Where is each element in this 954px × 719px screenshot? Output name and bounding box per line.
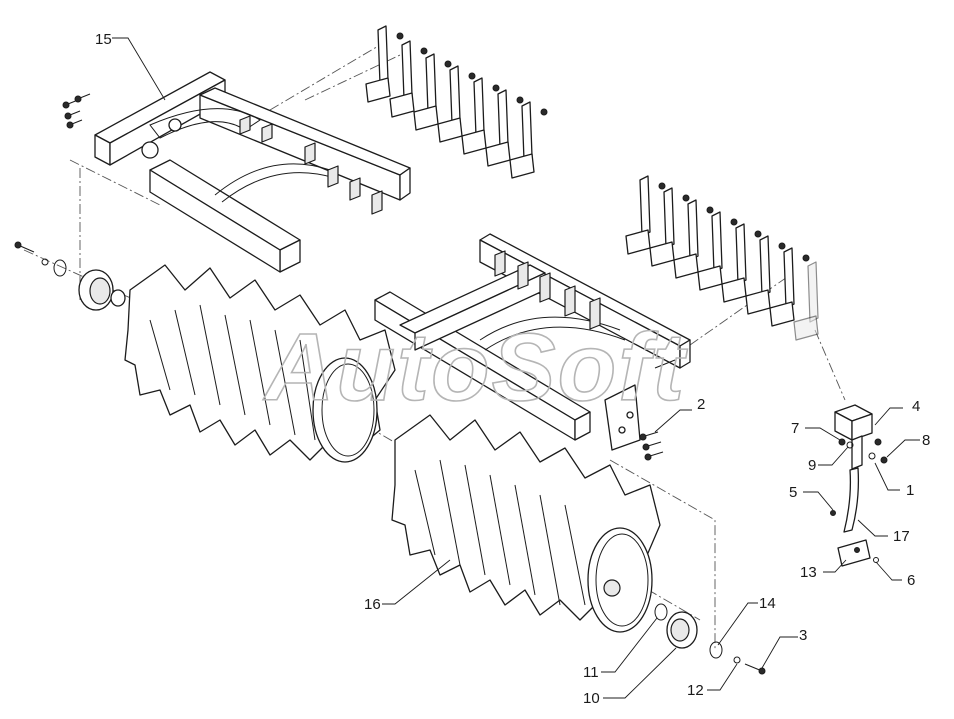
tines-right-row	[625, 175, 819, 341]
watermark: AutoSoft	[263, 314, 688, 421]
roller-right	[391, 414, 661, 633]
bracket-assembly	[830, 404, 888, 567]
bearing-right	[654, 603, 766, 675]
label-1: 1	[906, 482, 914, 499]
label-9: 9	[808, 457, 816, 474]
label-13: 13	[800, 564, 817, 581]
roller-left	[124, 264, 396, 463]
label-3: 3	[799, 627, 807, 644]
label-11: 11	[583, 664, 599, 681]
label-2: 2	[697, 396, 705, 413]
frame-left	[94, 71, 411, 273]
bearing-left	[14, 241, 126, 311]
label-17: 17	[893, 528, 910, 545]
tines-top-row	[365, 25, 548, 179]
frame-right	[374, 233, 691, 451]
label-15: 15	[95, 31, 112, 48]
leader-lines	[112, 37, 920, 699]
label-10: 10	[583, 690, 600, 707]
frame-bolts	[62, 93, 91, 129]
bolts-part-2	[639, 431, 664, 461]
label-5: 5	[789, 484, 797, 501]
label-6: 6	[907, 572, 915, 589]
label-4: 4	[912, 398, 920, 415]
label-16: 16	[364, 596, 381, 613]
label-14: 14	[759, 595, 776, 612]
label-7: 7	[791, 420, 799, 437]
callout-labels: 15 2 3 4 5 6 7 8 9 10 11 12 13 14 16 17 …	[95, 31, 930, 707]
label-8: 8	[922, 432, 930, 449]
label-12: 12	[687, 682, 704, 699]
